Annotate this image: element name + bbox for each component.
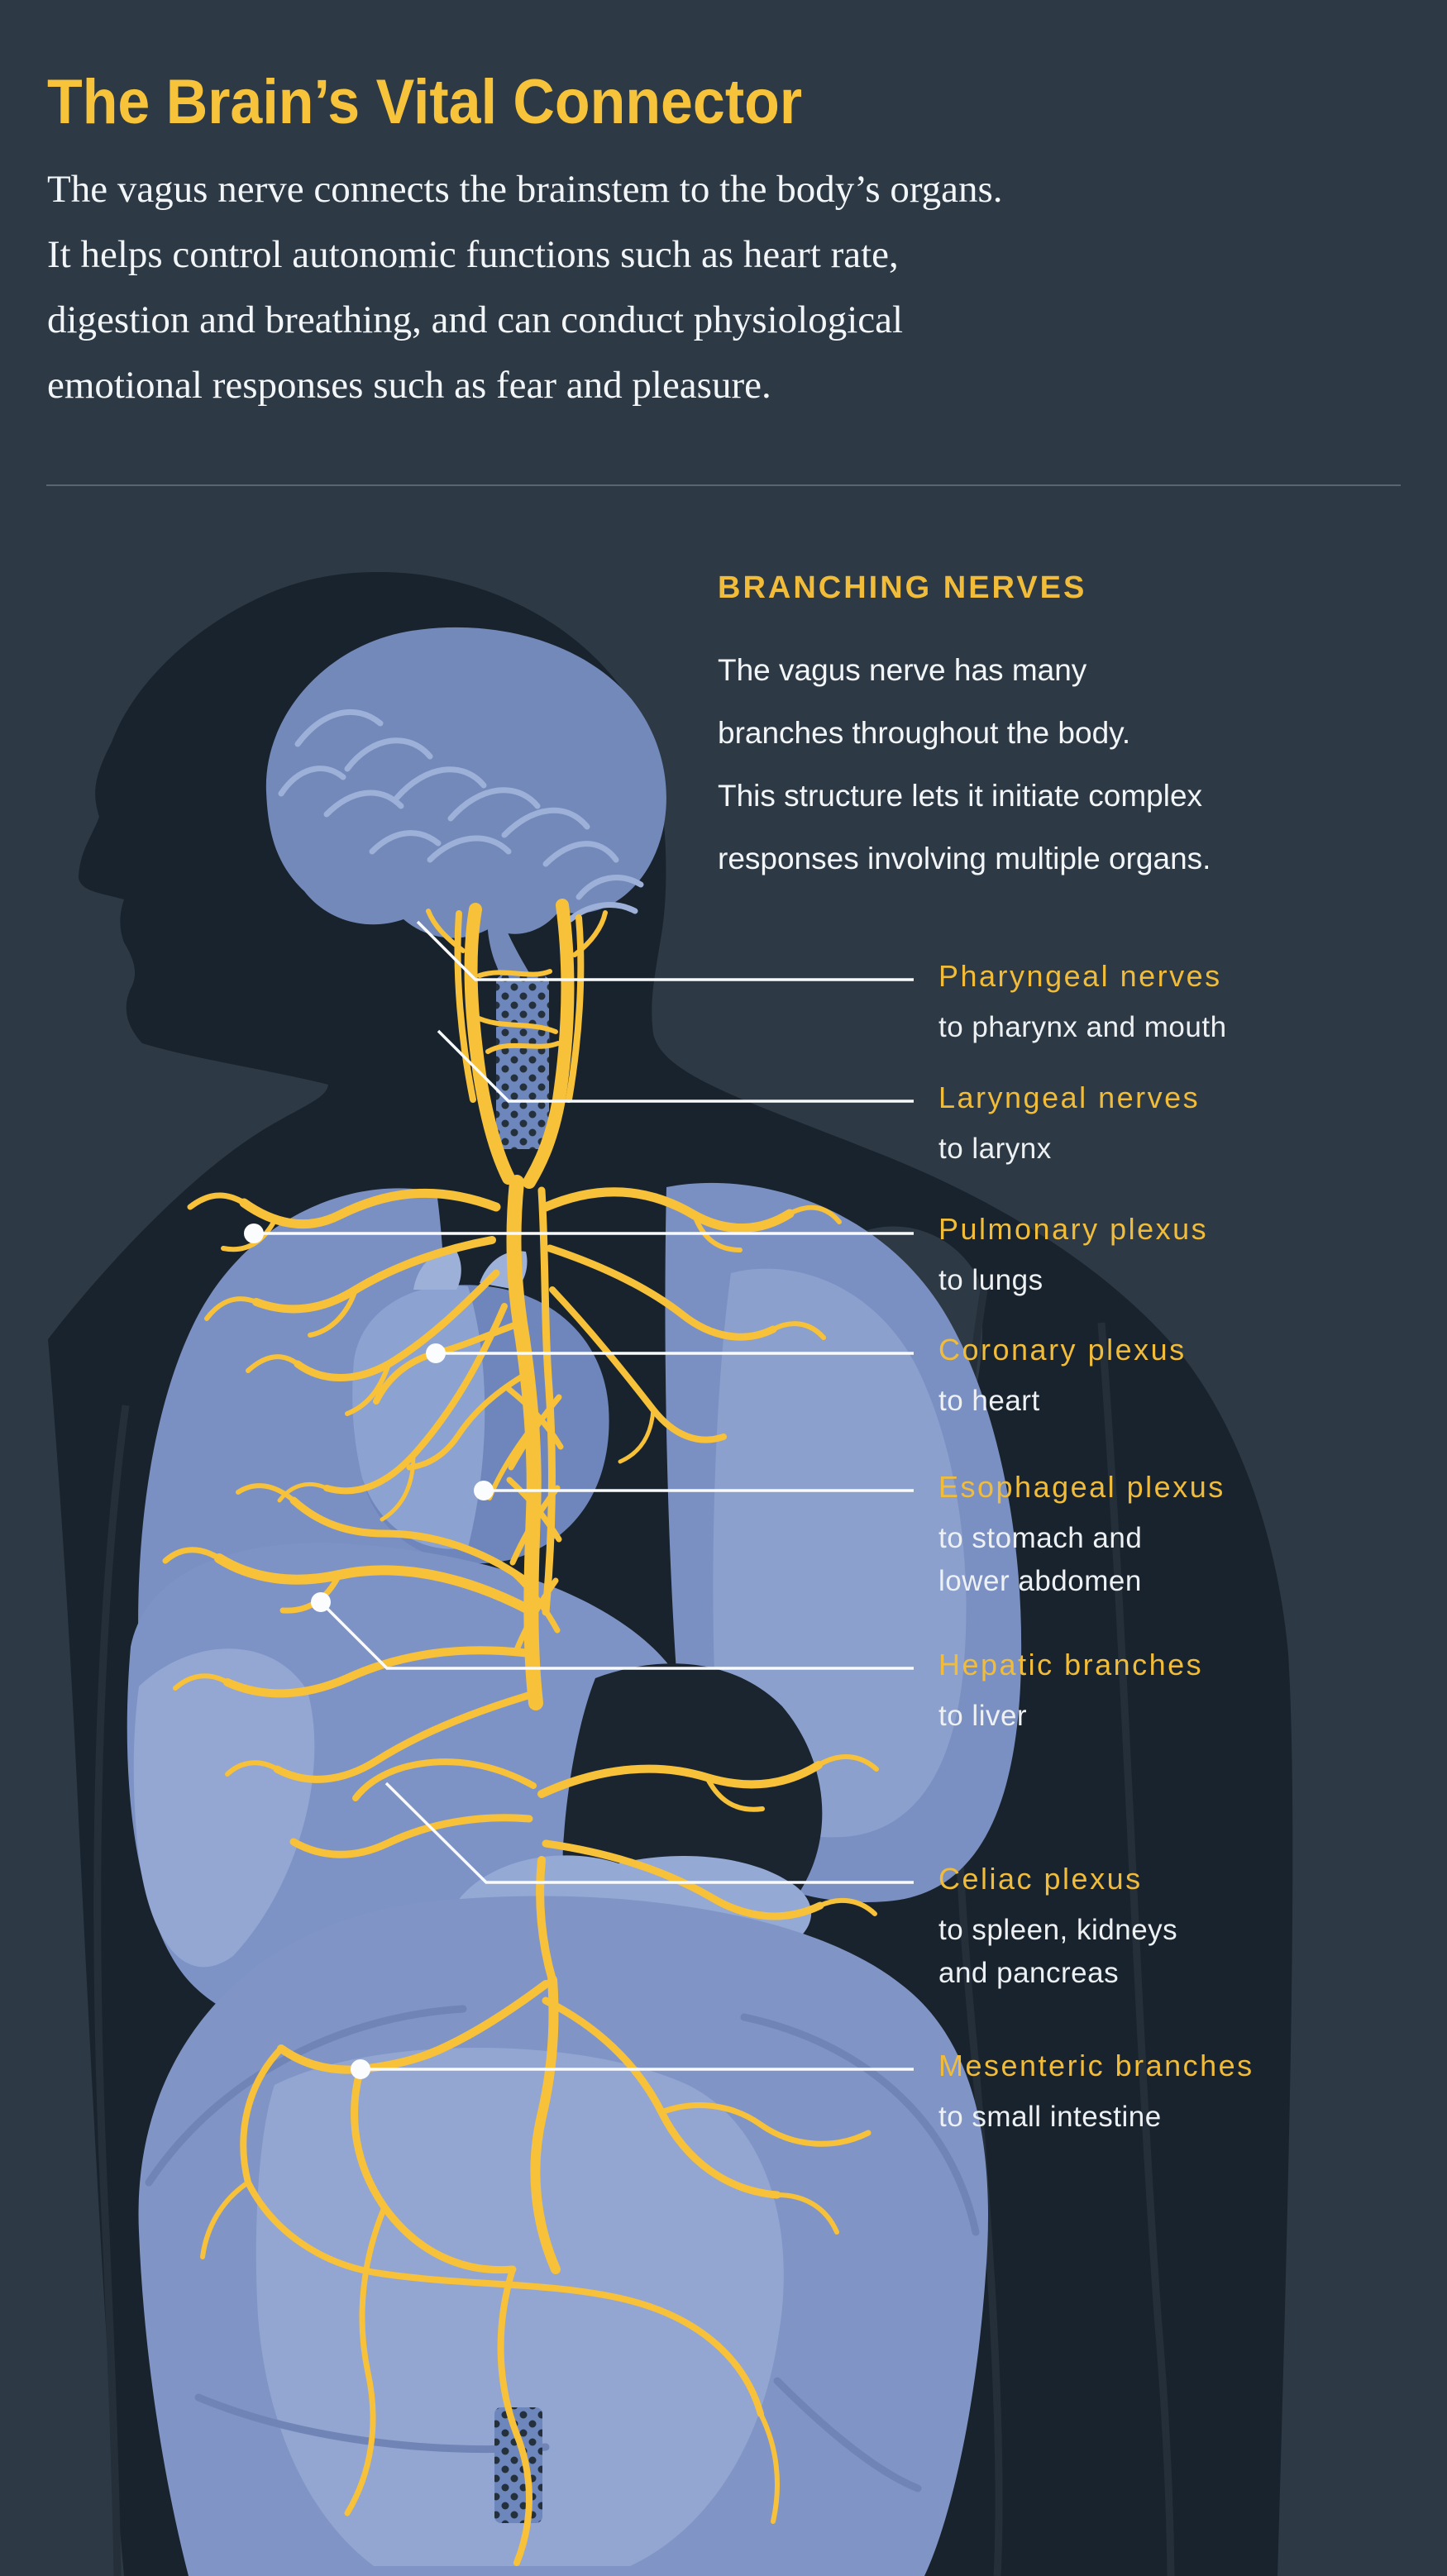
label-celiac-plexus: Celiac plexus to spleen, kidneys and pan… [938, 1861, 1177, 1995]
intro-line: The vagus nerve connects the brainstem t… [47, 168, 1003, 211]
label-coronary-plexus: Coronary plexus to heart [938, 1332, 1187, 1423]
section-line: responses involving multiple organs. [718, 842, 1211, 875]
callout-line-pharyngeal [416, 920, 914, 981]
label-mesenteric-branches: Mesenteric branches to small intestine [938, 2048, 1254, 2139]
label-sub: to lungs [938, 1264, 1043, 1296]
callout-lines [254, 920, 914, 2071]
label-sub: to small intestine [938, 2101, 1162, 2133]
spine-neck [496, 976, 549, 1149]
section-line: branches throughout the body. [718, 716, 1131, 750]
vagus-nerve [162, 899, 879, 2566]
label-title: Coronary plexus [938, 1333, 1187, 1367]
callout-dot-coronary [426, 1343, 446, 1363]
label-title: Celiac plexus [938, 1862, 1143, 1896]
label-sub: to stomach and lower abdomen [938, 1522, 1143, 1597]
label-laryngeal-nerves: Laryngeal nerves to larynx [938, 1080, 1200, 1171]
callout-dot-esophageal [474, 1481, 494, 1500]
callout-line-hepatic [319, 1600, 914, 1670]
small-intestine [255, 2048, 784, 2566]
label-pharyngeal-nerves: Pharyngeal nerves to pharynx and mouth [938, 958, 1227, 1049]
label-sub: to liver [938, 1700, 1028, 1732]
colon-folds [145, 2005, 980, 2493]
divider-rule [46, 484, 1401, 486]
label-sub: to spleen, kidneys and pancreas [938, 1914, 1178, 1989]
label-title: Pulmonary plexus [938, 1212, 1209, 1246]
callout-dot-pulmonary [244, 1224, 264, 1243]
label-title: Esophageal plexus [938, 1470, 1225, 1504]
label-title: Hepatic branches [938, 1648, 1204, 1682]
intro-paragraph: The vagus nerve connects the brainstem t… [47, 157, 1003, 418]
callout-dot-mesenteric [351, 2059, 370, 2079]
section-line: This structure lets it initiate complex [718, 779, 1203, 813]
label-hepatic-branches: Hepatic branches to liver [938, 1647, 1203, 1738]
branching-nerves-section: BRANCHING NERVES The vagus nerve has man… [718, 570, 1211, 890]
callout-line-celiac [384, 1782, 914, 1884]
callout-line-laryngeal [437, 1029, 914, 1103]
label-pulmonary-plexus: Pulmonary plexus to lungs [938, 1211, 1208, 1302]
label-sub: to pharynx and mouth [938, 1011, 1227, 1043]
organs [127, 627, 1022, 2576]
intro-line: It helps control autonomic functions suc… [47, 233, 899, 276]
label-title: Mesenteric branches [938, 2049, 1254, 2082]
intro-line: emotional responses such as fear and ple… [47, 364, 771, 407]
spine-pelvis [494, 2407, 542, 2523]
section-line: The vagus nerve has many [718, 653, 1087, 687]
label-sub: to larynx [938, 1133, 1052, 1165]
callout-dot-hepatic [311, 1592, 331, 1612]
callout-dots [244, 1224, 494, 2079]
page-title: The Brain’s Vital Connector [47, 67, 803, 137]
label-title: Laryngeal nerves [938, 1080, 1201, 1114]
liver-highlight [133, 1648, 315, 1968]
brain [265, 627, 666, 938]
heart-vessel [413, 1248, 461, 1290]
right-lung-highlight [713, 1268, 967, 1838]
section-paragraph: The vagus nerve has many branches throug… [718, 639, 1211, 890]
label-sub: to heart [938, 1385, 1040, 1417]
brain-gyri [278, 708, 644, 923]
intro-line: digestion and breathing, and can conduct… [47, 298, 904, 341]
section-heading: BRANCHING NERVES [718, 570, 1087, 605]
label-title: Pharyngeal nerves [938, 959, 1222, 993]
label-esophageal-plexus: Esophageal plexus to stomach and lower a… [938, 1469, 1225, 1603]
